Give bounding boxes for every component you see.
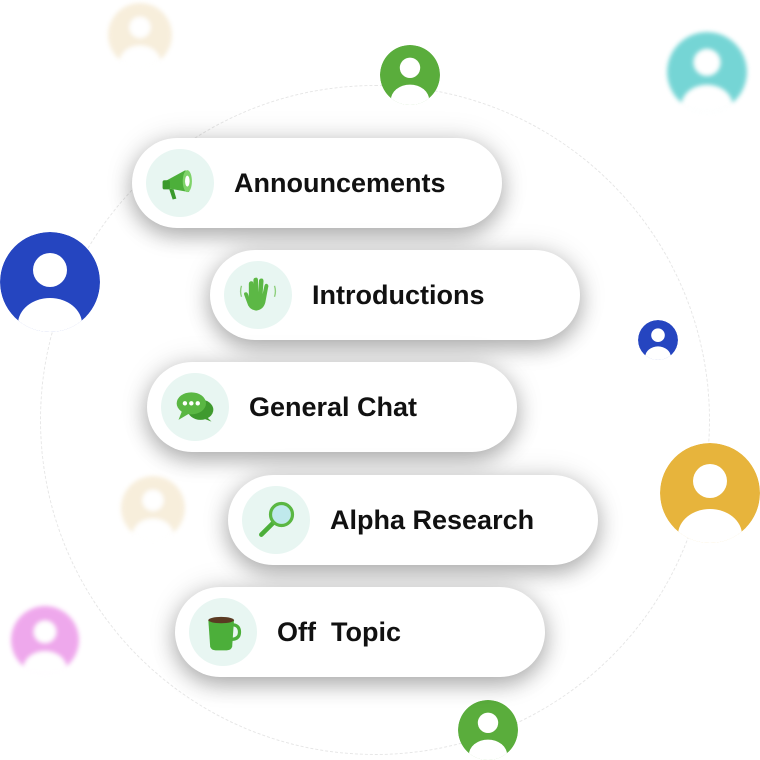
channel-introductions[interactable]: Introductions: [210, 250, 580, 340]
decorative-ring: [40, 85, 710, 755]
magnifier-icon: [242, 486, 310, 554]
chat-bubbles-icon: [161, 373, 229, 441]
user-avatar-icon: [458, 700, 518, 760]
channel-label: Alpha Research: [330, 504, 535, 535]
channel-label: Introductions: [312, 279, 485, 310]
user-avatar-icon: [380, 45, 440, 105]
megaphone-icon: [146, 149, 214, 217]
user-avatar-icon: [660, 443, 760, 543]
user-avatar-icon: [108, 3, 172, 67]
channel-label: General Chat: [249, 391, 418, 422]
channel-alpha-research[interactable]: Alpha Research: [228, 475, 598, 565]
user-avatar-icon: [121, 476, 185, 540]
channel-label: Off Topic: [277, 616, 401, 647]
user-avatar-icon: [667, 32, 747, 112]
waving-hand-icon: [224, 261, 292, 329]
user-avatar-icon: [11, 606, 79, 674]
user-avatar-icon: [638, 320, 678, 360]
channel-off-topic[interactable]: Off Topic: [175, 587, 545, 677]
user-avatar-icon: [0, 232, 100, 332]
channel-announcements[interactable]: Announcements: [132, 138, 502, 228]
coffee-mug-icon: [189, 598, 257, 666]
channel-general-chat[interactable]: General Chat: [147, 362, 517, 452]
channel-label: Announcements: [234, 167, 446, 198]
